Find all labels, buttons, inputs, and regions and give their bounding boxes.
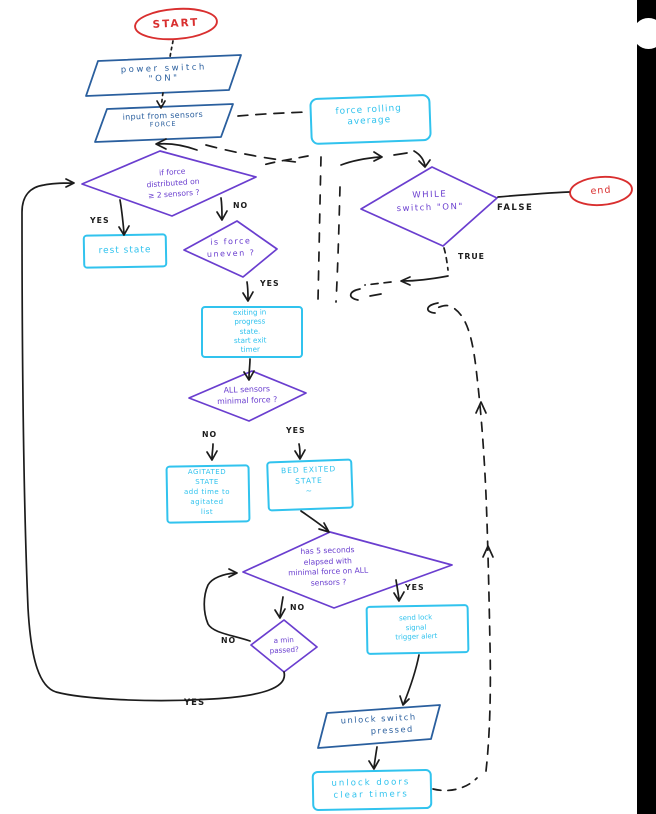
label-distributed-no: NO: [233, 201, 249, 210]
minimal-label: ALL sensors minimal force ?: [216, 384, 278, 407]
distributed-diamond: [81, 150, 257, 217]
label-uneven-yes: YES: [260, 279, 280, 288]
minimal-force-diamond: [188, 370, 307, 422]
min-passed-no-loop-arrow: [203, 568, 251, 642]
label-elapsed-no: NO: [290, 603, 306, 612]
min-passed-label: a min passed?: [269, 634, 300, 655]
unlock-switch-label: unlock switch pressed: [340, 711, 417, 736]
label-distributed-yes: YES: [90, 216, 110, 225]
bed-exited-shape: [266, 458, 354, 512]
input-to-average-dashed-connector: [237, 111, 307, 117]
dashed-input-branch: [205, 144, 297, 163]
elapsed-no-arrow: [274, 596, 286, 619]
end-label: end: [590, 184, 612, 198]
bed-exited-label: BED EXITED STATE ~: [280, 464, 337, 496]
force-average-shape: [309, 94, 432, 145]
bed-to-elapsed-arrow: [300, 510, 330, 533]
distributed-yes-arrow: [118, 199, 130, 236]
unlock-doors-shape: [311, 769, 433, 811]
minimal-yes-arrow: [294, 443, 306, 460]
label-while-false: FALSE: [497, 203, 534, 213]
min-passed-yes-loop-arrow: [21, 178, 286, 702]
unlock-switch-shape: [317, 704, 441, 749]
elapsed-diamond: [242, 531, 453, 609]
distributed-no-arrow: [216, 197, 228, 221]
send-lock-to-switch-arrow: [399, 654, 420, 706]
uneven-diamond: [183, 220, 278, 278]
entry-arrow-into-distributed: [155, 138, 198, 151]
force-average-label: force rolling average: [335, 103, 403, 128]
uneven-yes-arrow: [242, 281, 254, 302]
doors-to-return-dashed-connector: [432, 777, 478, 792]
label-min-passed-yes: YES: [184, 698, 206, 708]
rest-state-label: rest state: [98, 245, 152, 257]
start-to-power-connector: [169, 40, 174, 58]
while-diamond: [360, 166, 498, 247]
exiting-label: exiting in progress state. start exit ti…: [232, 307, 267, 355]
uneven-label: is force uneven ?: [206, 236, 256, 259]
start-oval: [134, 7, 218, 41]
right-panel-edge: [637, 0, 656, 814]
power-to-input-connector: [156, 92, 166, 109]
exiting-shape: [201, 306, 303, 358]
dashed-corridor-right: [335, 186, 341, 303]
exiting-to-minimal-arrow: [243, 358, 255, 381]
label-while-true: TRUE: [458, 252, 485, 261]
send-lock-label: send lock signal trigger alert: [395, 613, 438, 642]
label-minimal-yes: YES: [286, 426, 306, 435]
input-sensors-label: input from sensors FORCE: [122, 109, 204, 129]
right-return-dashed-line: [434, 304, 494, 772]
panel-toggle-handle[interactable]: [633, 18, 656, 49]
dashed-to-while-arrow: [340, 150, 431, 168]
agitated-state-shape: [165, 464, 251, 524]
label-elapsed-yes: YES: [405, 583, 425, 592]
minimal-no-arrow: [206, 443, 218, 461]
send-lock-shape: [365, 604, 470, 655]
elapsed-yes-arrow: [393, 579, 405, 602]
unlock-doors-label: unlock doors clear timers: [331, 777, 411, 801]
input-sensors-shape: [94, 103, 234, 143]
power-switch-label: power switch "ON": [120, 62, 208, 85]
switch-to-doors-arrow: [368, 746, 380, 770]
while-label: WHILE switch "ON": [396, 189, 464, 215]
end-oval: [569, 175, 633, 207]
while-true-dashed-path: [349, 247, 449, 314]
agitated-label: AGITATED STATE add time to agitated list: [184, 468, 230, 516]
elapsed-label: has 5 seconds elapsed with minimal force…: [287, 545, 369, 588]
while-false-line: [497, 191, 570, 198]
power-switch-shape: [85, 54, 242, 97]
label-min-passed-no: NO: [221, 636, 237, 645]
start-label: START: [152, 16, 200, 31]
distributed-label: if force distributed on ≥ 2 sensors ?: [146, 166, 200, 201]
label-minimal-no: NO: [202, 430, 218, 439]
dashed-corridor-left: [317, 156, 322, 301]
